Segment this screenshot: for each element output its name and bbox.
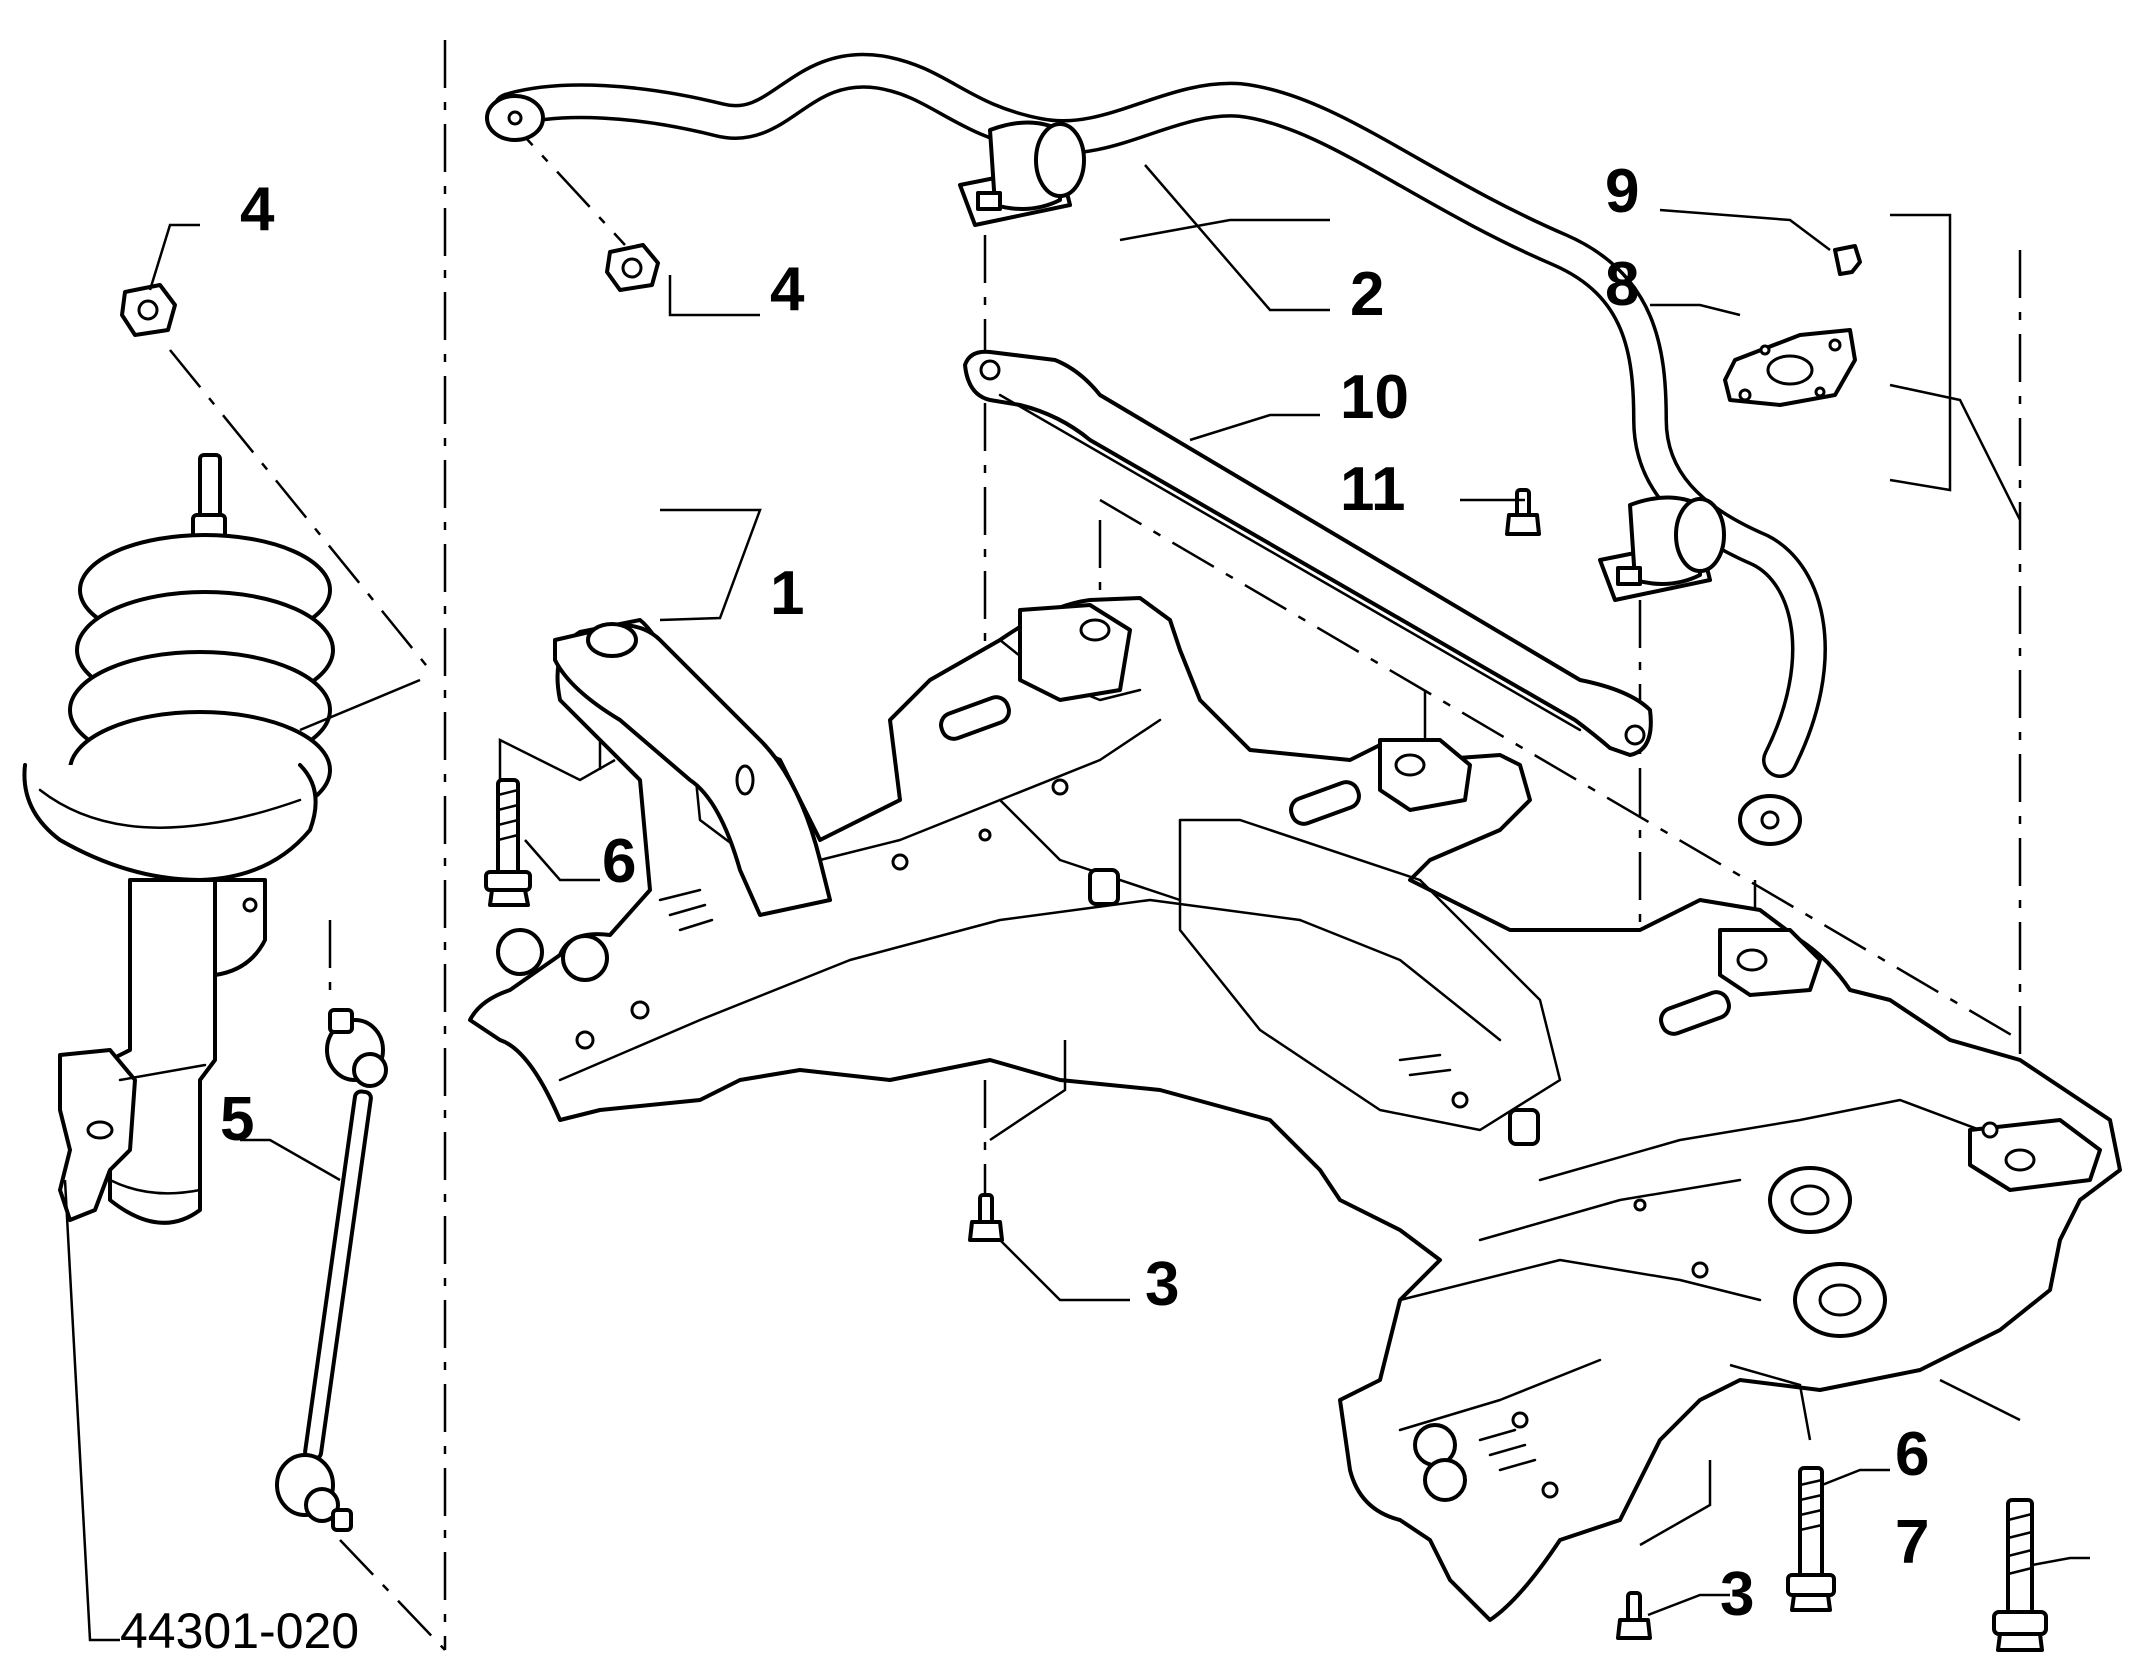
callout-1: 1 bbox=[770, 559, 804, 628]
stabilizer-link bbox=[275, 1008, 388, 1532]
leader-lines bbox=[63, 164, 2090, 1642]
strut-assembly bbox=[22, 453, 335, 1225]
callout-8: 8 bbox=[1605, 250, 1639, 319]
callout-11: 11 bbox=[1340, 455, 1406, 524]
callout-5: 5 bbox=[220, 1085, 254, 1154]
callout-6-right: 6 bbox=[1895, 1420, 1929, 1489]
stabilizer-bar bbox=[485, 52, 1827, 846]
callout-9: 9 bbox=[1605, 157, 1639, 226]
fasteners bbox=[120, 243, 2048, 1652]
callout-3-lower: 3 bbox=[1720, 1560, 1754, 1629]
callout-4-center: 4 bbox=[770, 255, 805, 324]
callout-7: 7 bbox=[1895, 1508, 1929, 1577]
support-bracket bbox=[963, 349, 1653, 757]
callout-4-left: 4 bbox=[240, 175, 275, 244]
callout-labels: 1 2 3 3 4 4 5 6 6 7 8 9 10 11 44301-020 bbox=[120, 157, 1929, 1659]
reference-code: 44301-020 bbox=[120, 1603, 359, 1659]
callout-6-left: 6 bbox=[602, 827, 636, 896]
subframe-crossmember bbox=[468, 596, 2122, 1622]
callout-3-upper: 3 bbox=[1145, 1250, 1179, 1319]
callout-2: 2 bbox=[1350, 260, 1384, 329]
callout-10: 10 bbox=[1340, 363, 1409, 432]
